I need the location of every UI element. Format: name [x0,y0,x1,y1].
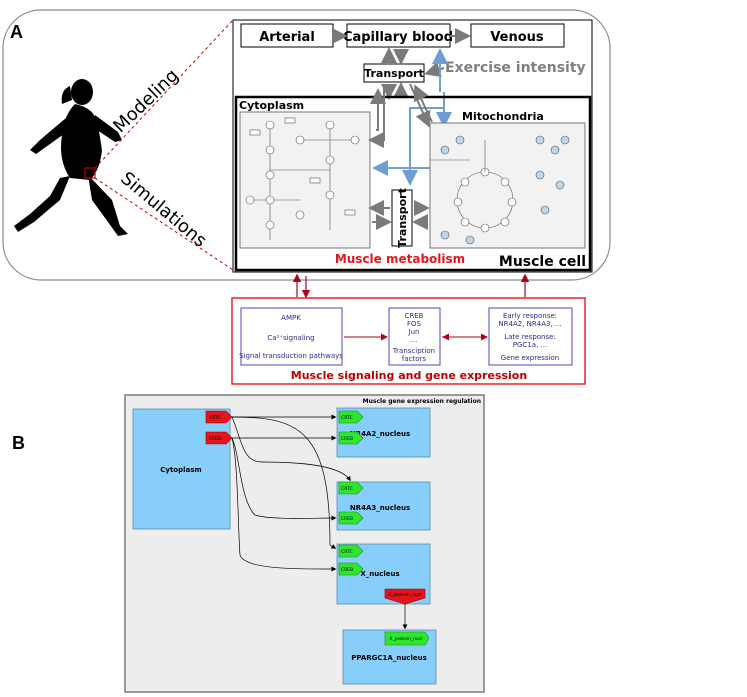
x-protein-source [384,588,426,605]
cytoplasm-label: Cytoplasm [239,99,304,112]
crtc-nr4a3 [338,481,364,495]
arrow-cytoplasm-transport [370,88,386,131]
arrow-transport-mito [409,83,431,128]
crtc-cytoplasm [205,410,233,424]
cytoplasm-node-label: Cytoplasm [160,466,201,474]
creb-nr4a3 [338,511,364,525]
arterial-label: Arterial [259,30,315,45]
signal-box-2-line-4: ... [411,336,418,344]
mitochondria-network-nodes [430,135,570,245]
crtc-nr4a3-label: CRTC [341,486,353,492]
cytoplasm-node [132,408,231,530]
creb-x-label: CREB [341,567,353,573]
muscle-sample-marker [84,167,96,179]
signal-box-3-line-3: Late response: [504,333,556,341]
x-protein-target-label: X_protein_nucl [389,636,422,642]
nr4a2-node-label: NR4A2_nucleus [350,430,410,438]
crtc-cytoplasm-label: CRTC [209,415,221,421]
signal-box-2-line-3: Jun [408,328,420,336]
signal-box-2-line-5: Transciption [392,347,435,355]
creb-nr4a2 [338,431,364,445]
signal-box-2-line-6: factors [402,355,427,363]
creb-x [338,562,364,576]
creb-cytoplasm-label: CREB [209,436,221,442]
signal-box-3-line-1: Early response: [503,312,557,320]
arrow-exercise [424,61,445,78]
muscle-cell-label: Muscle cell [499,254,586,270]
crtc-x [338,544,364,558]
creb-nr4a2-label: CREB [341,436,353,442]
edge-creb-nr4a3 [231,437,337,521]
modeling-label: Modeling [109,65,182,137]
panel-b-title: Muscle gene expression regulation [363,398,481,405]
transport-mid-label: Transport [396,188,409,248]
edge-creb-x [231,437,337,572]
creb-nr4a3-label: CREB [341,516,353,522]
nr4a3-node-label: NR4A3_nucleus [350,504,410,512]
muscle-metabolism-label: Muscle metabolism [335,252,465,266]
signal-box-3 [488,307,573,366]
ppargc1a-node-label: PPARGC1A_nucleus [351,654,427,662]
signal-box-3-line-5: Gene expression [501,354,559,362]
signal-box-1-line-3: Signal transduction pathways [239,352,343,360]
blue-arrow-cytoplasm [372,107,444,176]
crtc-nr4a2-label: CRTC [341,415,353,421]
signal-box-1 [240,307,343,366]
exercise-intensity-label: Exercise intensity [445,60,586,76]
venous-box [470,23,565,48]
signal-box-2-line-1: CREB [405,312,424,320]
signaling-title: Muscle signaling and gene expression [291,369,527,382]
signal-box-3-line-2: NR4A2, NR4A3, ... [498,320,561,328]
crtc-nr4a2 [338,410,364,424]
x-nucleus-node-label: X_nucleus [360,570,399,578]
signal-box-2 [388,307,441,366]
panel-b-label: B [12,433,25,453]
signal-box-1-line-2: Ca²⁺signaling [267,334,314,342]
muscle-cell-box [234,95,592,272]
simulations-label: Simulations [116,168,210,252]
venous-label: Venous [490,30,544,45]
signal-box-2-line-2: FOS [407,320,422,328]
projection-line-bottom [94,177,234,271]
mitochondria-label: Mitochondria [462,110,544,123]
x-protein-target [384,631,430,646]
signal-box-3-line-4: PGC1a, ... [513,341,547,349]
panel-a-label: A [10,22,23,42]
cytoplasm-network [239,111,371,249]
transport-top-label: Transport [364,67,424,80]
runner-figure [14,79,128,236]
creb-cytoplasm [205,431,233,445]
edge-crtc-x [231,416,337,549]
cytoplasm-network-nodes [245,117,360,240]
projection-line-top [94,19,234,169]
x-protein-source-label: X_protein_nucl [388,592,421,598]
crtc-x-label: CRTC [341,549,353,555]
signal-box-1-line-1: AMPK [281,314,301,322]
panel-b-edges [231,414,408,630]
capillary-label: Capillary blood [343,30,453,45]
arrow-mito-transport [413,84,433,123]
